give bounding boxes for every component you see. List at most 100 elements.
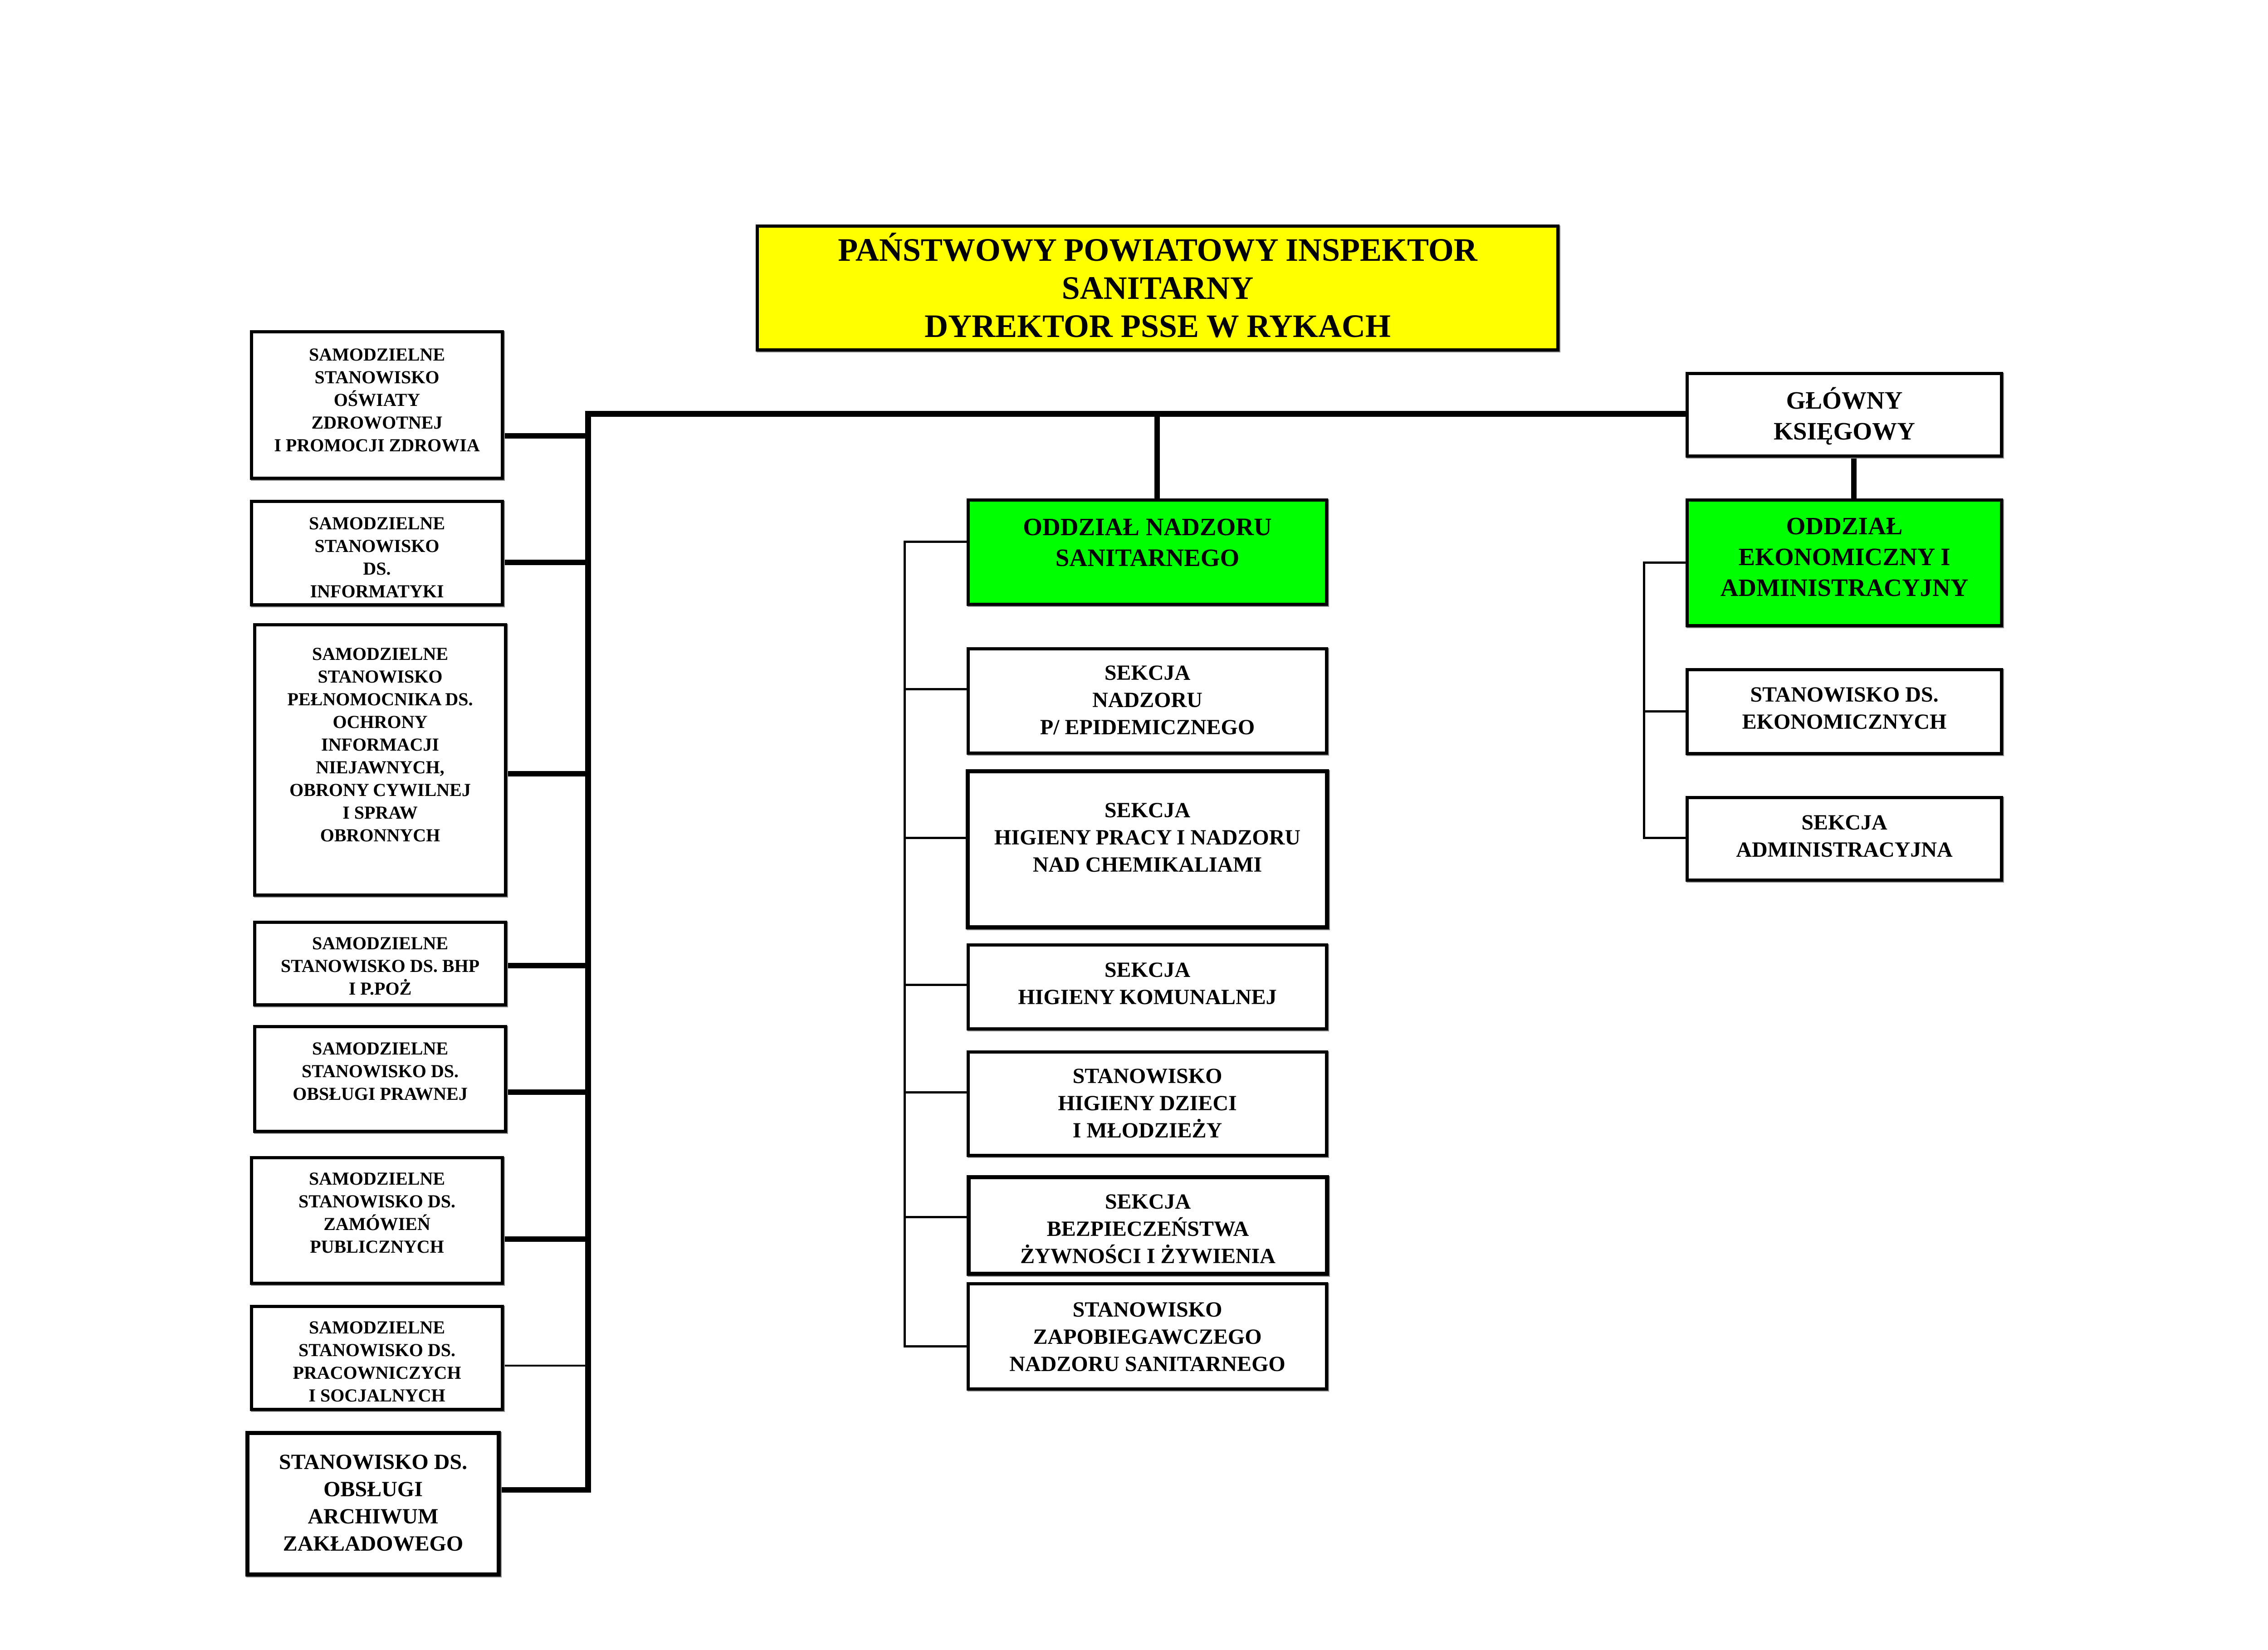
box-text: SAMODZIELNE xyxy=(308,513,445,533)
box-text: I MŁODZIEŻY xyxy=(1072,1118,1222,1142)
bracket-connector xyxy=(904,1091,968,1093)
box-text: STANOWISKO xyxy=(1072,1064,1222,1088)
branch-connector xyxy=(503,560,587,565)
box-text: SEKCJA xyxy=(1801,810,1887,835)
box-text: HIGIENY DZIECI xyxy=(1058,1091,1237,1115)
box-text: I P.POŻ xyxy=(348,978,412,999)
box-text: SAMODZIELNE xyxy=(308,344,445,365)
branch-connector xyxy=(506,1089,587,1095)
box-text: ADMINISTRACYJNA xyxy=(1736,838,1953,862)
box-text: PUBLICZNYCH xyxy=(310,1236,444,1257)
post-legal: SAMODZIELNE STANOWISKO DS. OBSŁUGI PRAWN… xyxy=(253,1025,507,1133)
box-text: OŚWIATY xyxy=(333,390,420,410)
post-archive: STANOWISKO DS. OBSŁUGI ARCHIWUM ZAKŁADOW… xyxy=(245,1431,501,1577)
box-text: EKONOMICZNYCH xyxy=(1742,710,1947,734)
box-text: NAD CHEMIKALIAMI xyxy=(1032,853,1262,877)
economic-unit-administration: SEKCJA ADMINISTRACYJNA xyxy=(1686,796,2003,882)
box-text: SAMODZIELNE xyxy=(312,644,449,664)
box-text: ZDROWOTNEJ xyxy=(311,412,443,433)
box-text: STANOWISKO DS. xyxy=(298,1191,455,1211)
box-text: NIEJAWNYCH, xyxy=(316,757,445,777)
left-trunk-connector xyxy=(585,411,591,1493)
box-text: SANITARNEGO xyxy=(1055,544,1240,571)
box-text: ŻYWNOŚCI I ŻYWIENIA xyxy=(1020,1244,1276,1268)
box-text: ADMINISTRACYJNY xyxy=(1720,574,1969,601)
box-text: BEZPIECZEŃSTWA xyxy=(1046,1217,1249,1241)
post-it: SAMODZIELNE STANOWISKO DS. INFORMATYKI xyxy=(250,500,504,606)
bracket-connector xyxy=(904,688,968,690)
sanitary-unit-child-hygiene: STANOWISKO HIGIENY DZIECI I MŁODZIEŻY xyxy=(967,1050,1328,1157)
box-text: SAMODZIELNE xyxy=(308,1317,445,1338)
sanitary-unit-food-safety: SEKCJA BEZPIECZEŃSTWA ŻYWNOŚCI I ŻYWIENI… xyxy=(967,1175,1329,1276)
post-hr-social: SAMODZIELNE STANOWISKO DS. PRACOWNICZYCH… xyxy=(250,1305,504,1411)
sanitary-drop-connector xyxy=(1154,414,1160,500)
sanitary-department-head: ODDZIAŁ NADZORU SANITARNEGO xyxy=(967,498,1328,606)
bracket-connector xyxy=(904,837,968,839)
accountant-drop-connector xyxy=(1851,456,1857,499)
box-text: HIGIENY PRACY I NADZORU xyxy=(994,825,1301,849)
post-classified-info-defense: SAMODZIELNE STANOWISKO PEŁNOMOCNIKA DS. … xyxy=(253,623,507,897)
box-text: ZAPOBIEGAWCZEGO xyxy=(1033,1325,1262,1349)
sanitary-unit-preventive-supervision: STANOWISKO ZAPOBIEGAWCZEGO NADZORU SANIT… xyxy=(967,1282,1328,1391)
box-text: STANOWISKO xyxy=(314,536,440,556)
bracket-connector xyxy=(904,1345,968,1347)
director-title-line: DYREKTOR PSSE W RYKACH xyxy=(924,308,1391,344)
post-bhp: SAMODZIELNE STANOWISKO DS. BHP I P.POŻ xyxy=(253,921,507,1006)
branch-connector xyxy=(500,1487,591,1493)
box-text: OCHRONY xyxy=(332,712,428,732)
box-text: I SPRAW xyxy=(342,802,418,823)
box-text: PRACOWNICZYCH xyxy=(293,1362,461,1383)
branch-connector xyxy=(506,771,587,776)
sanitary-unit-communal-hygiene: SEKCJA HIGIENY KOMUNALNEJ xyxy=(967,943,1328,1030)
director-title-line: PAŃSTWOWY POWIATOWY INSPEKTOR xyxy=(838,232,1477,268)
box-text: EKONOMICZNY I xyxy=(1738,543,1950,571)
box-text: KSIĘGOWY xyxy=(1774,417,1915,445)
box-text: OBRONNYCH xyxy=(320,825,440,845)
box-text: ARCHIWUM xyxy=(308,1504,439,1528)
box-text: PEŁNOMOCNIKA DS. xyxy=(287,689,473,709)
economic-unit-economics: STANOWISKO DS. EKONOMICZNYCH xyxy=(1686,668,2003,755)
box-text: OBSŁUGI xyxy=(323,1477,423,1501)
sanitary-unit-occupational-hygiene: SEKCJA HIGIENY PRACY I NADZORU NAD CHEMI… xyxy=(966,769,1329,929)
economic-bracket xyxy=(1643,561,1645,839)
chief-accountant-box: GŁÓWNY KSIĘGOWY xyxy=(1686,372,2003,458)
box-text: I PROMOCJI ZDROWIA xyxy=(274,435,480,455)
box-text: STANOWISKO xyxy=(1072,1298,1222,1322)
box-text: INFORMACJI xyxy=(321,734,439,755)
post-public-procurement: SAMODZIELNE STANOWISKO DS. ZAMÓWIEŃ PUBL… xyxy=(250,1156,504,1285)
branch-connector xyxy=(506,963,587,968)
box-text: OBRONY CYWILNEJ xyxy=(289,780,471,800)
box-text: P/ EPIDEMICZNEGO xyxy=(1040,715,1255,739)
post-health-education: SAMODZIELNE STANOWISKO OŚWIATY ZDROWOTNE… xyxy=(250,330,504,480)
box-text: INFORMATYKI xyxy=(310,581,444,601)
box-text: SEKCJA xyxy=(1105,1190,1191,1214)
branch-connector xyxy=(503,1236,587,1242)
box-text: STANOWISKO DS. xyxy=(301,1061,459,1081)
box-text: SAMODZIELNE xyxy=(308,1168,445,1189)
box-text: HIGIENY KOMUNALNEJ xyxy=(1018,985,1277,1009)
box-text: ODDZIAŁ NADZORU xyxy=(1023,513,1272,541)
box-text: STANOWISKO xyxy=(314,367,440,387)
box-text: STANOWISKO DS. xyxy=(298,1340,455,1360)
bracket-connector xyxy=(904,541,968,543)
box-text: SAMODZIELNE xyxy=(312,1038,449,1059)
director-title-line: SANITARNY xyxy=(1061,270,1254,306)
box-text: SAMODZIELNE xyxy=(312,933,449,953)
bracket-connector xyxy=(1643,561,1687,564)
box-text: NADZORU SANITARNEGO xyxy=(1009,1352,1286,1376)
bracket-connector xyxy=(1643,837,1687,839)
box-text: STANOWISKO DS. xyxy=(279,1450,468,1474)
sanitary-bracket xyxy=(904,541,906,1347)
box-text: STANOWISKO xyxy=(318,666,443,687)
bracket-connector xyxy=(1643,710,1687,713)
branch-connector xyxy=(503,1365,587,1367)
bracket-connector xyxy=(904,984,968,986)
box-text: STANOWISKO DS. xyxy=(1750,683,1939,707)
box-text: NADZORU xyxy=(1092,688,1202,712)
box-text: ZAMÓWIEŃ xyxy=(323,1214,430,1234)
sanitary-unit-epidemic: SEKCJA NADZORU P/ EPIDEMICZNEGO xyxy=(967,647,1328,755)
box-text: SEKCJA xyxy=(1104,661,1191,685)
box-text: ZAKŁADOWEGO xyxy=(283,1532,464,1556)
box-text: DS. xyxy=(363,558,391,579)
director-box: PAŃSTWOWY POWIATOWY INSPEKTOR SANITARNY … xyxy=(756,225,1559,351)
